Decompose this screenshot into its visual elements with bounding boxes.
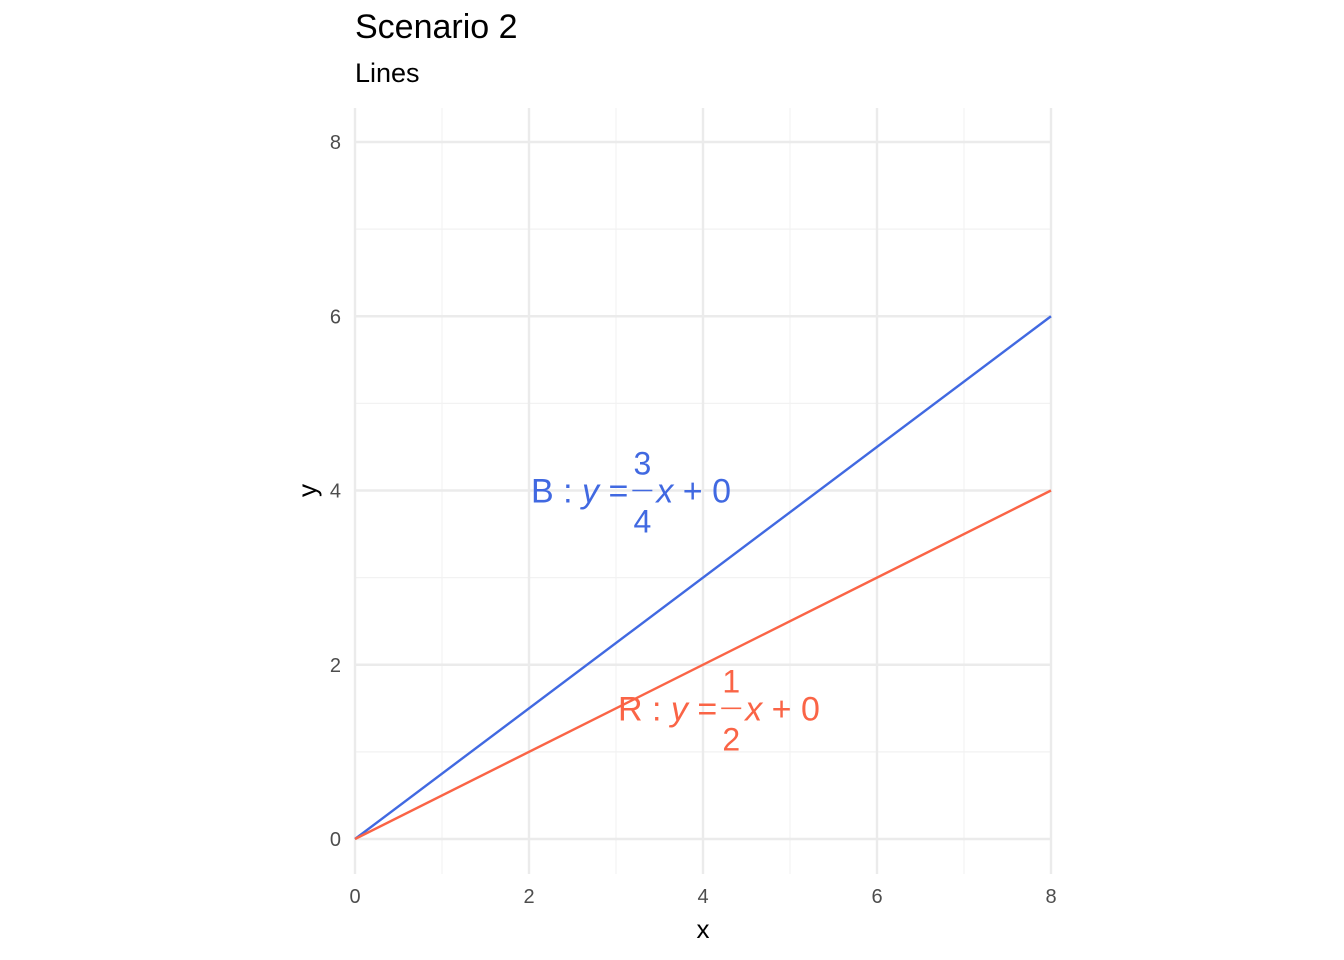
- chart-subtitle: Lines: [355, 58, 420, 88]
- fraction-numerator: 1: [722, 663, 740, 699]
- equation-suffix: x + 0: [654, 473, 731, 511]
- series-line-r: [354, 489, 1052, 841]
- equation-text: B : y =: [531, 473, 628, 511]
- fraction-numerator: 3: [633, 446, 651, 482]
- x-tick-label: 8: [1045, 886, 1056, 908]
- y-tick-label: 0: [330, 829, 341, 851]
- y-axis-title: y: [292, 484, 322, 497]
- series-line-b: [354, 315, 1052, 840]
- equation-suffix: x + 0: [743, 690, 820, 728]
- y-tick-label: 8: [330, 132, 341, 154]
- equation-text: R : y =: [618, 690, 717, 728]
- y-tick-label: 2: [330, 655, 341, 677]
- y-tick-label: 6: [330, 306, 341, 328]
- x-tick-label: 4: [697, 886, 708, 908]
- x-tick-label: 2: [523, 886, 534, 908]
- y-tick-label: 4: [330, 481, 341, 503]
- x-tick-label: 6: [871, 886, 882, 908]
- fraction-denominator: 4: [633, 504, 651, 540]
- equation-label-b: B : y = 3 4x + 0: [531, 446, 731, 540]
- x-tick-label: 0: [349, 886, 360, 908]
- x-axis-title: x: [697, 914, 710, 944]
- fraction-denominator: 2: [722, 721, 740, 757]
- chart-title: Scenario 2: [355, 8, 518, 46]
- equation-label-r: R : y = 1 2x + 0: [618, 663, 820, 757]
